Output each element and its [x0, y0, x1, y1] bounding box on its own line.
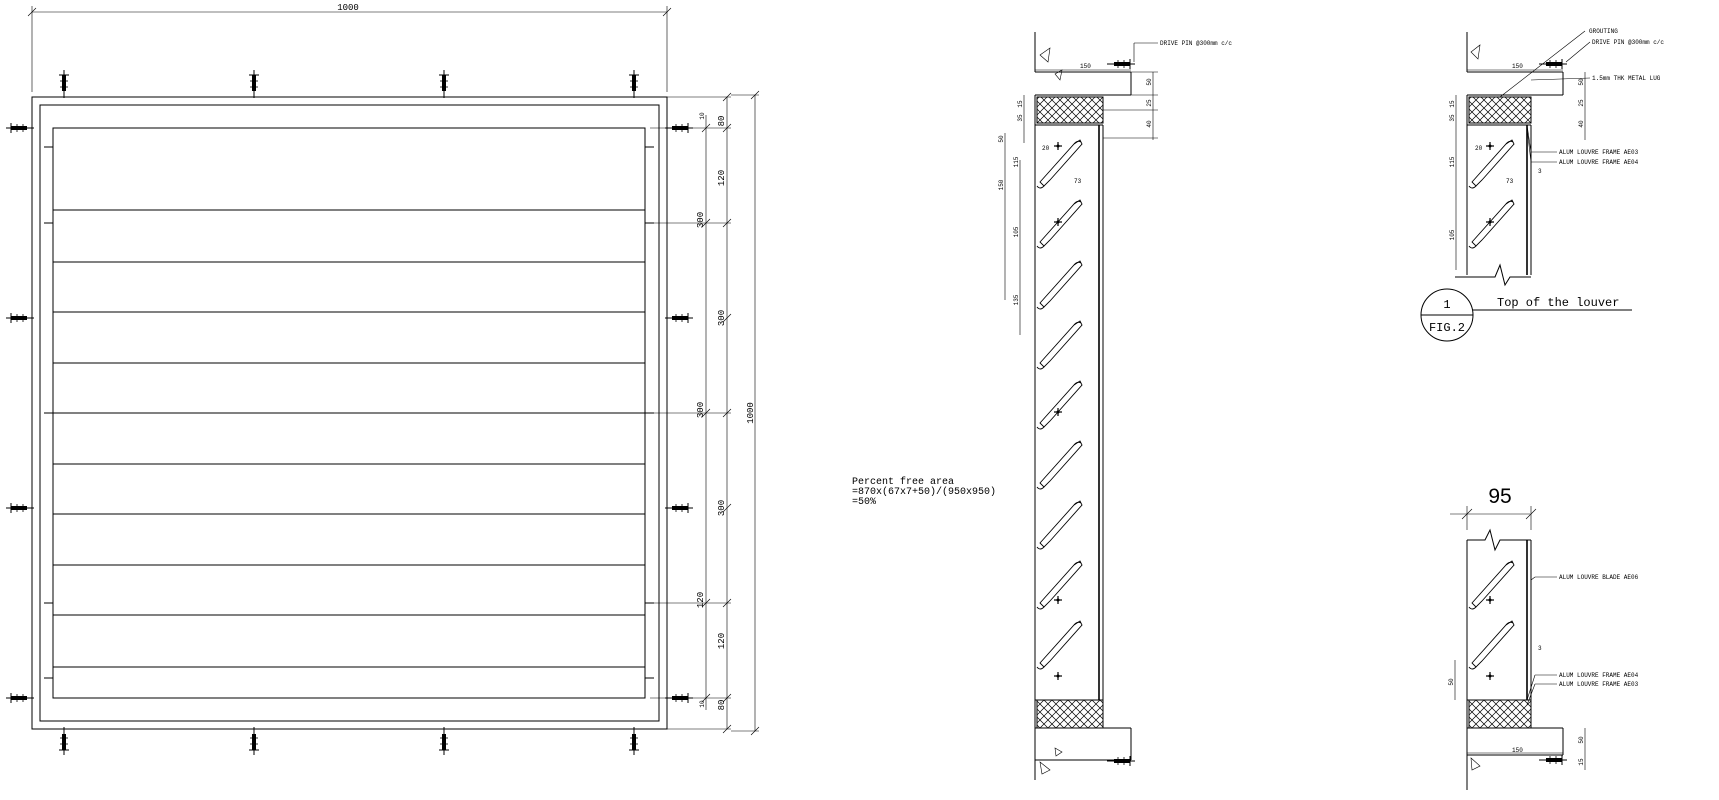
dim-80-top: 80 [717, 116, 727, 127]
callout-number: 1 [1443, 298, 1450, 312]
top-hatch-block [1036, 96, 1104, 124]
svg-text:50: 50 [1146, 78, 1153, 86]
section-blades [1036, 139, 1083, 670]
blade-ae06-label: ALUM LOUVRE BLADE AE06 [1559, 574, 1639, 581]
louver-elevation: 1000 [5, 3, 760, 756]
svg-text:25: 25 [1146, 99, 1153, 107]
dim-10-bottom: 10 [699, 700, 706, 708]
svg-text:3: 3 [1538, 645, 1542, 652]
frame-ae04-label: ALUM LOUVRE FRAME AE04 [1559, 159, 1639, 166]
svg-text:150: 150 [1512, 747, 1523, 754]
width-95-label: 95 [1488, 485, 1511, 508]
overall-width-dimension: 1000 [27, 3, 672, 92]
frame-ae03-label: ALUM LOUVRE FRAME AE03 [1559, 149, 1639, 156]
svg-text:15: 15 [1449, 100, 1456, 108]
top-anchors [58, 69, 640, 99]
bottom-frame-ae04-label: ALUM LOUVRE FRAME AE04 [1559, 672, 1639, 679]
top-detail-dims: 150 50 25 40 15 35 115 105 20 73 3 [1449, 63, 1586, 270]
dim-10-top: 10 [699, 112, 706, 120]
svg-text:20: 20 [1475, 145, 1483, 152]
dim-300-1: 300 [696, 212, 706, 228]
top-detail-hatch [1468, 96, 1532, 124]
section-dimensions: 150 50 25 40 15 35 50 115 150 105 135 20… [998, 63, 1158, 335]
dim-120-top: 120 [717, 170, 727, 186]
overall-width-label: 1000 [337, 3, 359, 13]
blade-lines [53, 209, 645, 668]
callout-figure: FIG.2 [1429, 321, 1465, 335]
bottom-detail-width-dim: 95 [1450, 485, 1537, 530]
svg-text:115: 115 [1449, 156, 1456, 167]
bottom-hatch-block [1036, 699, 1104, 729]
svg-text:40: 40 [1146, 120, 1153, 128]
right-dimension-chain: 80 120 300 300 300 300 120 120 80 10 10 … [650, 90, 760, 736]
bottom-detail-leaders [1526, 576, 1557, 706]
svg-text:35: 35 [1449, 114, 1456, 122]
svg-text:15: 15 [1017, 100, 1024, 108]
louver-section: DRIVE PIN @300mm c/c 150 50 25 40 15 35 … [998, 32, 1232, 780]
svg-text:50: 50 [1578, 736, 1585, 744]
svg-text:150: 150 [1512, 63, 1523, 70]
grouting-label: GROUTING [1589, 28, 1618, 35]
svg-text:50: 50 [998, 135, 1005, 143]
dim-300-2: 300 [717, 310, 727, 326]
free-area-formula: =870x(67x7+50)/(950x950) [852, 486, 996, 498]
svg-text:73: 73 [1074, 178, 1082, 185]
svg-text:150: 150 [998, 179, 1005, 190]
detail-callout: 1 FIG.2 Top of the louver [1420, 288, 1632, 342]
svg-text:50: 50 [1578, 78, 1585, 86]
bottom-anchors [58, 726, 640, 756]
bottom-detail-dims: 3 50 150 50 15 [1448, 645, 1586, 770]
section-drive-pin-label: DRIVE PIN @300mm c/c [1160, 40, 1232, 47]
top-detail-leaders [1499, 30, 1591, 163]
svg-text:135: 135 [1013, 294, 1020, 305]
svg-text:150: 150 [1080, 63, 1091, 70]
free-area-title: Percent free area [852, 476, 954, 488]
dim-80-bottom: 80 [717, 700, 727, 711]
section-drive-pin: DRIVE PIN @300mm c/c [1106, 40, 1232, 70]
section-wall-top [1034, 32, 1132, 96]
bottom-detail: 95 ALUM LOUVRE BLADE AE06 ALUM LOUVRE FR… [1448, 485, 1639, 790]
top-detail-title: Top of the louver [1497, 296, 1619, 310]
svg-text:35: 35 [1017, 114, 1024, 122]
free-area-note: Percent free area =870x(67x7+50)/(950x95… [852, 476, 996, 508]
svg-text:3: 3 [1538, 168, 1542, 175]
metal-lug-label: 1.5mm THK METAL LUG [1592, 75, 1661, 82]
section-fixings [1053, 141, 1063, 681]
dim-300-5: 120 [696, 592, 706, 608]
dim-120-bottom: 120 [717, 633, 727, 649]
overall-height-label: 1000 [746, 402, 756, 424]
svg-text:50: 50 [1448, 678, 1455, 686]
dim-300-3: 300 [696, 402, 706, 418]
svg-text:40: 40 [1578, 120, 1585, 128]
left-anchors [5, 122, 35, 704]
top-detail: GROUTING DRIVE PIN @300mm c/c 1.5mm THK … [1420, 28, 1664, 342]
bottom-frame-ae03-label: ALUM LOUVRE FRAME AE03 [1559, 681, 1639, 688]
section-wall-bottom [1035, 727, 1136, 775]
svg-text:73: 73 [1506, 178, 1514, 185]
svg-text:15: 15 [1578, 758, 1585, 766]
top-detail-drive-pin-label: DRIVE PIN @300mm c/c [1592, 39, 1664, 46]
svg-text:115: 115 [1013, 156, 1020, 167]
bottom-detail-hatch [1468, 699, 1532, 729]
svg-text:20: 20 [1042, 145, 1050, 152]
dim-300-4: 300 [717, 500, 727, 516]
svg-text:25: 25 [1578, 99, 1585, 107]
svg-text:105: 105 [1013, 226, 1020, 237]
svg-text:105: 105 [1449, 229, 1456, 240]
free-area-result: =50% [852, 497, 876, 508]
